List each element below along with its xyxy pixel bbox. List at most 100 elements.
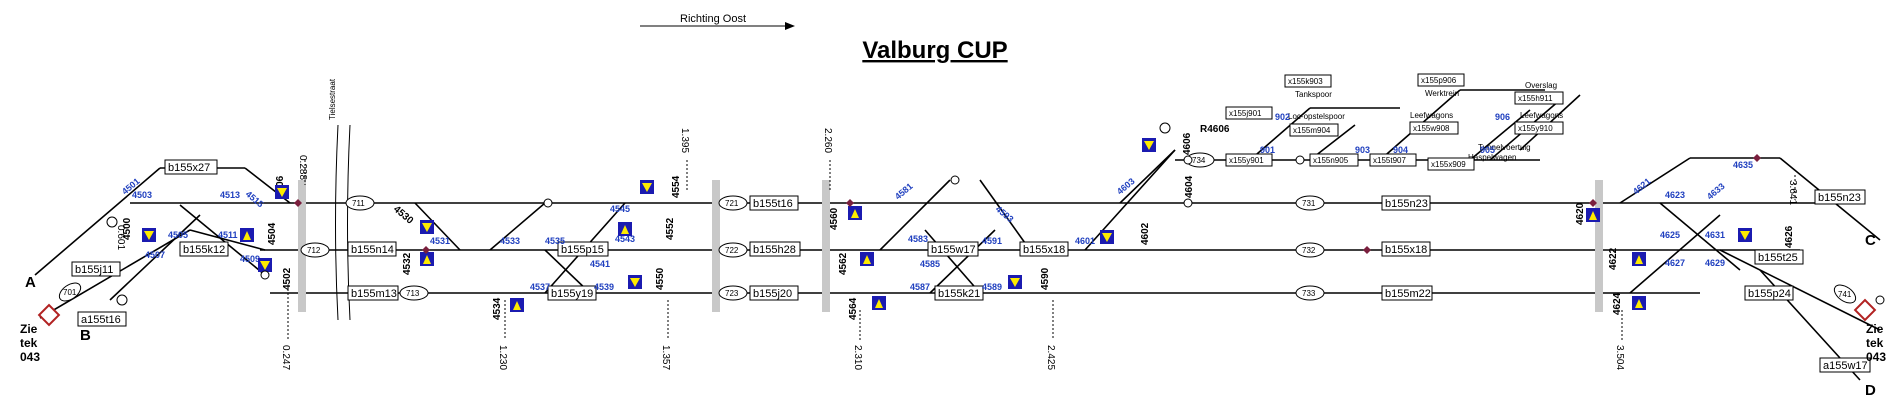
endpoint-A: A <box>25 274 36 291</box>
right-city-line-2: tek <box>1866 336 1884 350</box>
switch-4635: 4635 <box>1733 160 1753 170</box>
section-a155t16: a155t16 <box>77 311 127 327</box>
section-b155p24: b155p24 <box>1744 285 1794 301</box>
svg-text:b155k21: b155k21 <box>938 288 980 300</box>
switch-902: 902 <box>1275 112 1290 122</box>
track-number-701: 701 <box>58 282 82 302</box>
signal-4502: 4502 <box>282 267 293 290</box>
joint-circle-3 <box>260 270 270 280</box>
street-label: Tielsestraat <box>328 78 337 120</box>
svg-text:b155w17: b155w17 <box>931 244 976 256</box>
svg-text:732: 732 <box>1302 246 1316 255</box>
switch-4603: 4603 <box>1115 176 1137 197</box>
svg-text:b155n23: b155n23 <box>1818 192 1861 204</box>
svg-text:734: 734 <box>1192 156 1206 165</box>
svg-text:Leefwagons: Leefwagons <box>1520 111 1563 120</box>
joint-circle-2 <box>116 294 128 306</box>
signal-4534: 4534 <box>492 297 503 320</box>
signal-box-8 <box>618 222 632 236</box>
switch-4509: 4509 <box>240 254 260 264</box>
signal-4564: 4564 <box>848 297 859 320</box>
section-b155j11: b155j11 <box>71 261 121 277</box>
svg-text:721: 721 <box>725 199 739 208</box>
signal-4500: 4500 <box>122 217 133 240</box>
svg-text:712: 712 <box>307 246 321 255</box>
platform-bar-3 <box>822 180 830 312</box>
svg-text:Leefwagons: Leefwagons <box>1410 111 1453 120</box>
direction-arrowhead <box>785 22 795 30</box>
right-city-line-1: Zie <box>1866 322 1884 336</box>
svg-text:b155t16: b155t16 <box>753 198 793 210</box>
siding-x155x909: Tunnelvoertuig Haspelwagen x155x909 <box>1427 143 1531 171</box>
siding-x155w908: Leefwagons x155w908 <box>1409 111 1459 135</box>
km-post-0247: 0.247 <box>280 345 291 370</box>
track-number-741: 741 <box>1833 284 1857 304</box>
track-number-712: 712 <box>300 242 330 258</box>
section-b155p15: b155p15 <box>557 241 609 257</box>
track-number-721: 721 <box>718 195 748 211</box>
track-approach-B2 <box>189 229 266 251</box>
switch-4503: 4503 <box>132 190 152 200</box>
section-b155n14: b155n14 <box>347 241 397 257</box>
svg-text:Haspelwagen: Haspelwagen <box>1468 153 1516 162</box>
section-b155m13: b155m13 <box>347 285 399 301</box>
svg-text:b155m13: b155m13 <box>351 288 397 300</box>
km-post-2425: 2.425 <box>1045 345 1056 370</box>
section-b155x27: b155x27 <box>164 159 218 175</box>
left-buffer-stop <box>37 303 61 327</box>
section-b155k12: b155k12 <box>179 241 229 257</box>
switch-4535: 4535 <box>545 236 565 246</box>
switch-4629: 4629 <box>1705 258 1725 268</box>
km-post-3641: 3.641 <box>1787 180 1798 205</box>
section-b155h28: b155h28 <box>749 241 801 257</box>
signal-4602: 4602 <box>1140 222 1151 245</box>
joint-circle-8 <box>1159 122 1171 134</box>
signal-box-2 <box>240 228 254 242</box>
switch-4625: 4625 <box>1660 230 1680 240</box>
joint-circle-6 <box>1183 155 1193 165</box>
signal-box-7 <box>510 298 524 312</box>
signal-box-9 <box>640 180 654 194</box>
track-cross-4581 <box>879 179 951 251</box>
switch-4587: 4587 <box>910 282 930 292</box>
joint-circle-7 <box>1183 198 1193 208</box>
left-city-line-2: tek <box>20 336 38 350</box>
switch-4505: 4505 <box>168 230 188 240</box>
signal-4562: 4562 <box>838 252 849 275</box>
svg-text:x155y910: x155y910 <box>1518 124 1553 133</box>
track-cross-4621 <box>1619 157 1691 204</box>
signal-box-14 <box>1008 275 1022 289</box>
svg-text:b155n23: b155n23 <box>1385 198 1428 210</box>
siding-x155m904: Loc-opstelspoor x155m904 <box>1288 112 1345 137</box>
km-post-1357: 1.357 <box>660 345 671 370</box>
signal-box-15 <box>1100 230 1114 244</box>
track-yard-7 <box>1469 109 1531 161</box>
endpoint-D: D <box>1865 382 1876 399</box>
siding-x155n905: x155n905 <box>1309 153 1359 167</box>
switch-4631: 4631 <box>1705 230 1725 240</box>
endpoint-B: B <box>80 327 91 344</box>
track-cross-4593 <box>979 179 1031 251</box>
section-b155x18-a: b155x18 <box>1019 241 1069 257</box>
signal-4560: 4560 <box>829 207 840 230</box>
switch-4591: 4591 <box>982 236 1002 246</box>
switch-906: 906 <box>1495 112 1510 122</box>
signal-4622: 4622 <box>1608 247 1619 270</box>
signal-4554: 4554 <box>671 175 682 198</box>
joint-circle-1 <box>106 216 118 228</box>
platform-bar-2 <box>712 180 720 312</box>
switch-4537: 4537 <box>530 282 550 292</box>
track-approach-A <box>34 167 161 276</box>
signal-box-5 <box>420 220 434 234</box>
switch-903: 903 <box>1355 145 1370 155</box>
switch-904: 904 <box>1393 145 1408 155</box>
km-post-1395: 1.395 <box>679 128 690 153</box>
section-b155w17: b155w17 <box>927 241 979 257</box>
svg-text:b155x18: b155x18 <box>1023 244 1065 256</box>
track-exit-D <box>1719 249 1881 331</box>
section-b155k21: b155k21 <box>934 285 984 301</box>
siding-x155t907: x155t907 <box>1369 153 1417 167</box>
svg-text:b155p24: b155p24 <box>1748 288 1791 300</box>
switch-4621: 4621 <box>1631 176 1653 197</box>
svg-text:b155p15: b155p15 <box>561 244 604 256</box>
